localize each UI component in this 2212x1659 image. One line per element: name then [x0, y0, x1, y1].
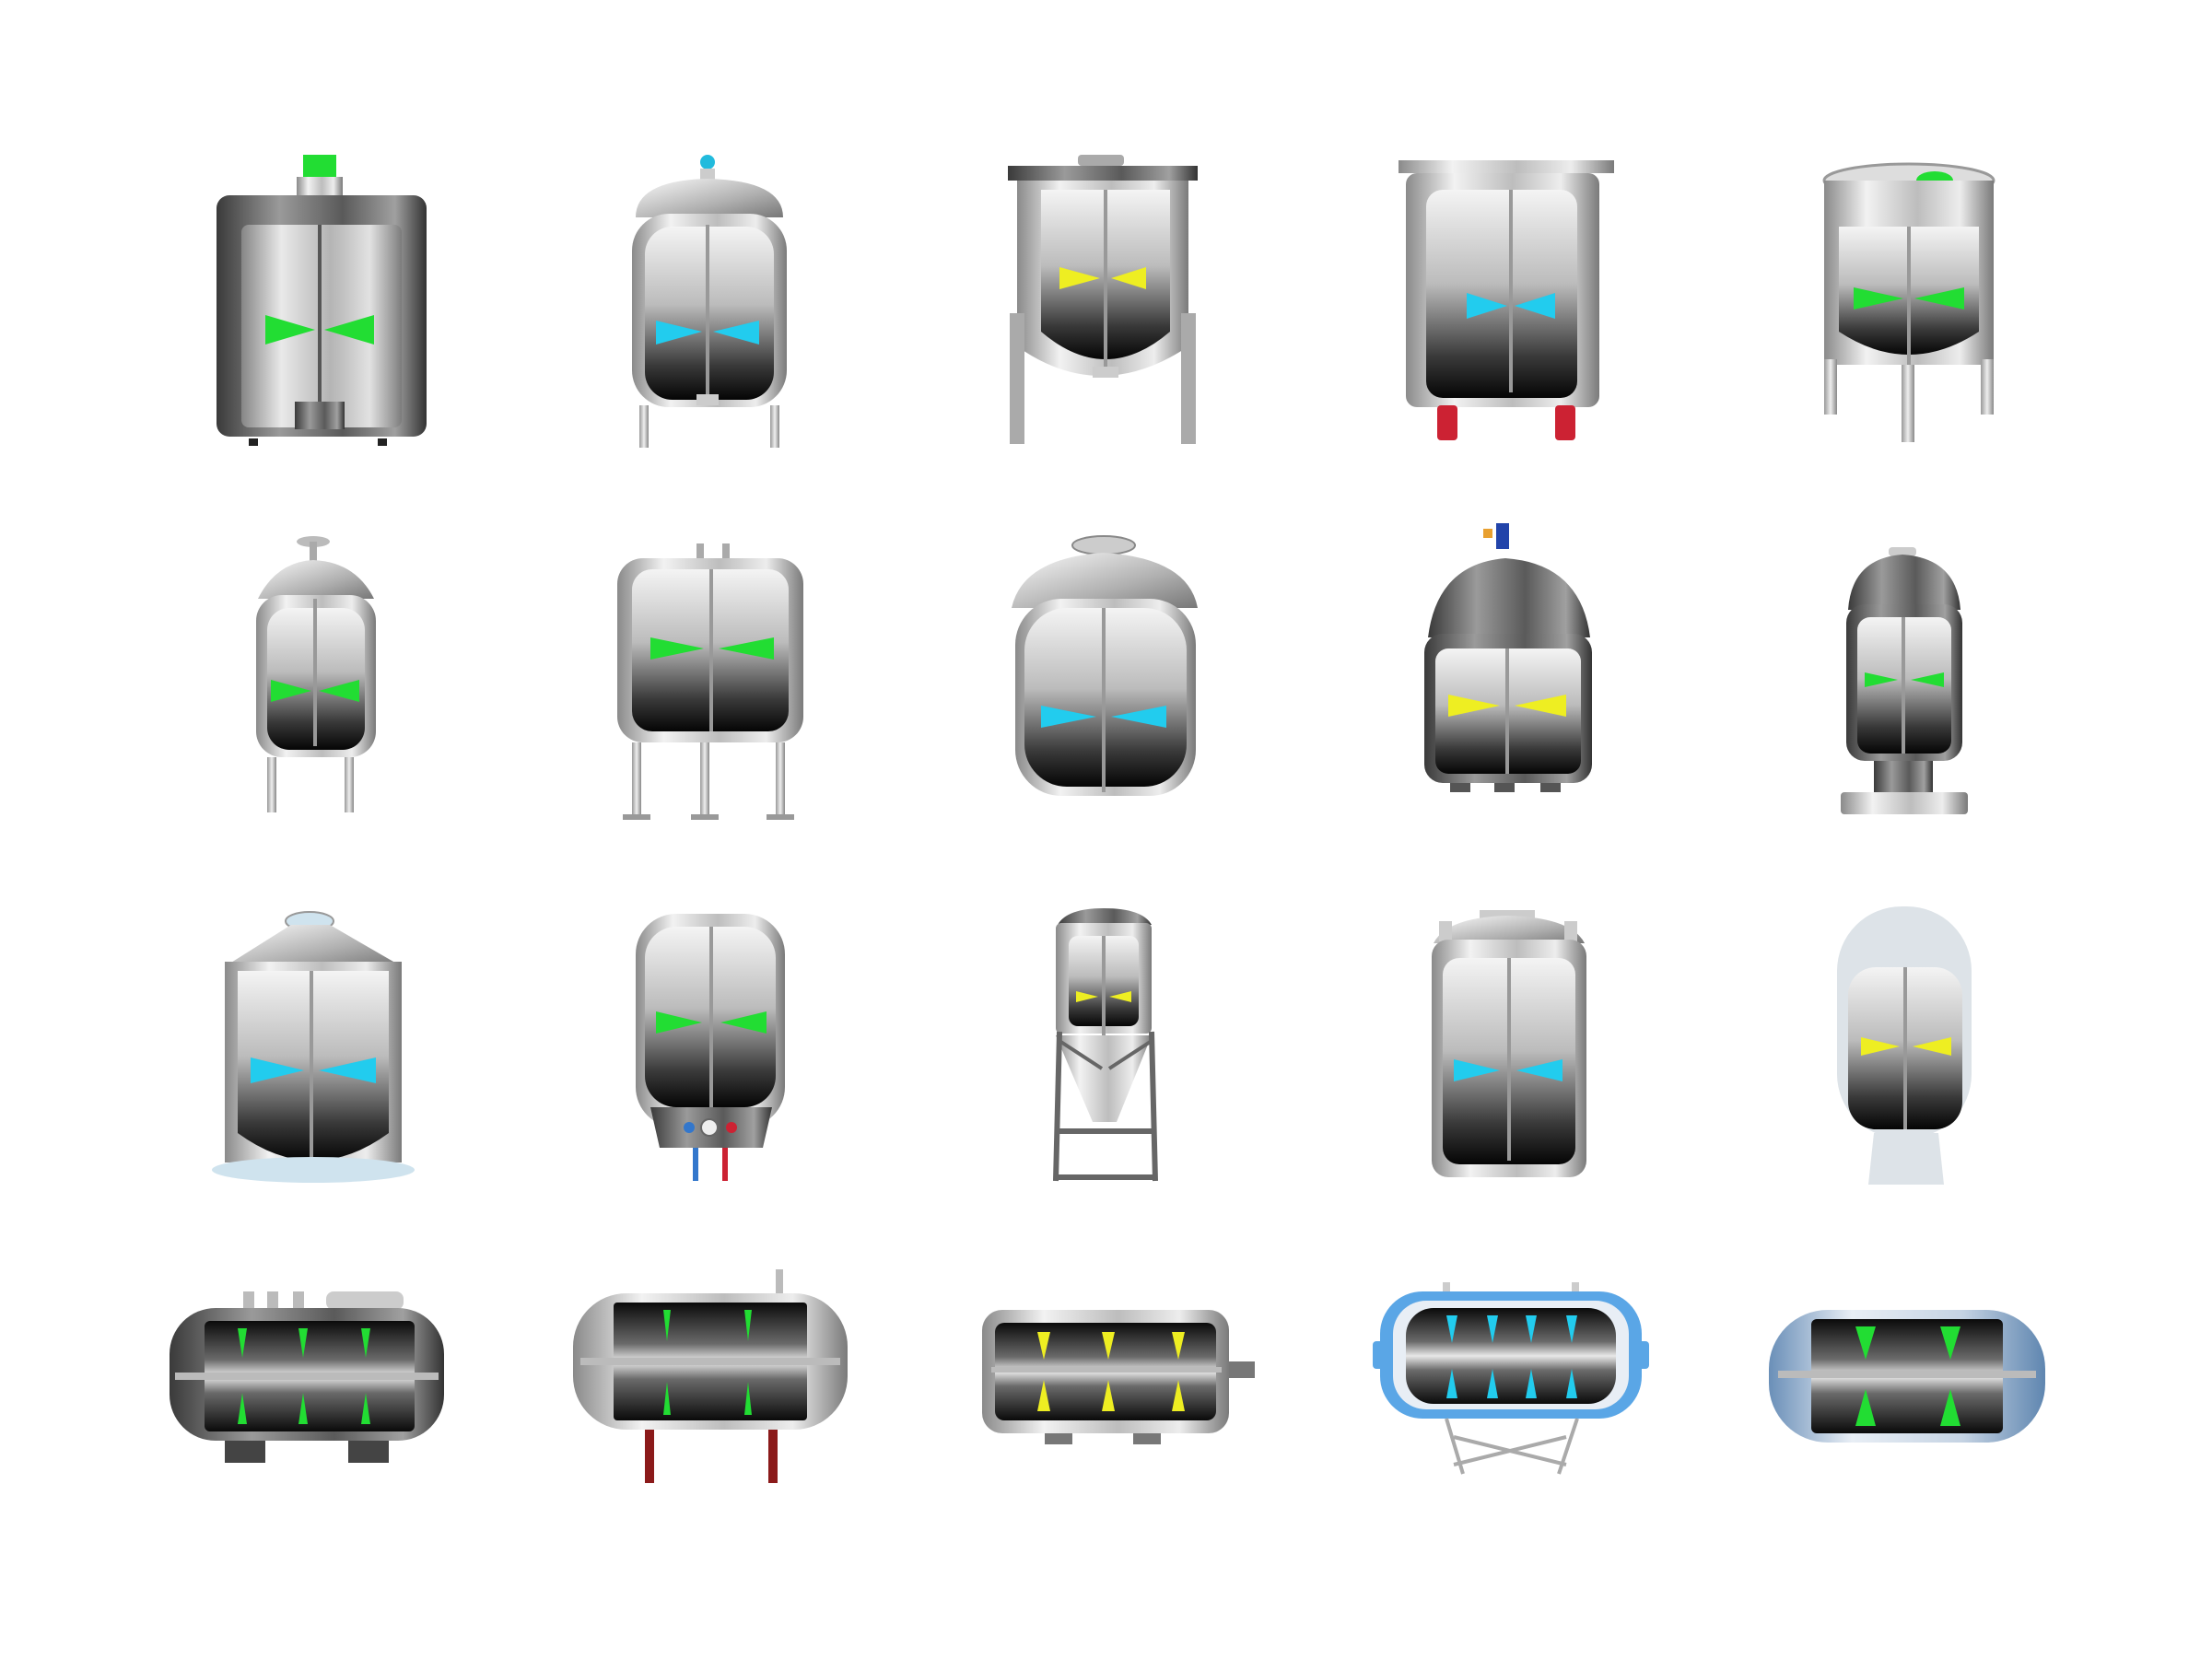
mixer-tank-cone-top-small — [256, 536, 376, 812]
mixer-tank-boxy-dark — [217, 155, 427, 446]
mixer-tank-large-dome — [1012, 535, 1198, 796]
horizontal-tank-ported — [170, 1291, 444, 1463]
mixer-tank-lugged-roof — [1432, 910, 1586, 1177]
horizontal-tank-blue-frame — [1373, 1282, 1649, 1475]
mixer-tank-rounded-six-legs — [617, 543, 803, 820]
horizontal-tank-motor — [982, 1310, 1255, 1444]
horizontal-tank-red-legs — [573, 1269, 848, 1483]
mixer-tank-dome-legs — [632, 155, 787, 448]
mixer-tank-conical-roof — [212, 911, 415, 1183]
mixer-tank-frame-legs — [1008, 155, 1198, 444]
mixer-tank-conical-stand — [1053, 908, 1158, 1182]
mixer-tank-capsule-pedestal — [1837, 906, 1972, 1185]
horizontal-tank-capsule — [1769, 1310, 2045, 1443]
mixer-tank-heater-style — [636, 914, 785, 1181]
mixer-tank-dark-pedestal — [1841, 547, 1968, 814]
mixer-tank-wheeled — [1399, 160, 1614, 440]
mixer-tank-dome-feet — [1424, 523, 1592, 792]
mixer-tank-flat-top-legs — [1822, 162, 1995, 442]
